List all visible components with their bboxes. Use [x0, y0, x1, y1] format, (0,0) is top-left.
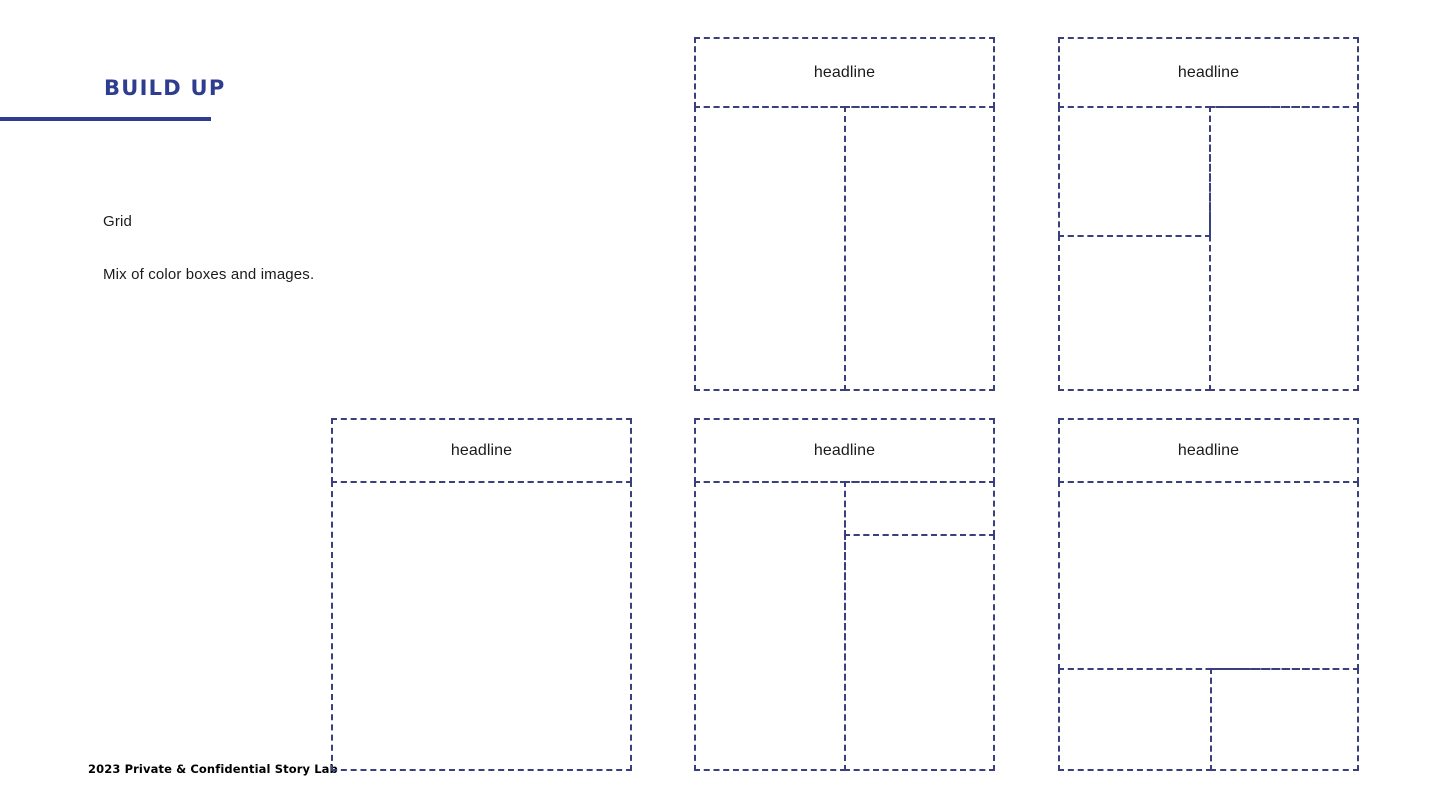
- grid-card-bottom-middle[interactable]: headline: [694, 418, 995, 771]
- card-body-cell-left[interactable]: [694, 106, 846, 391]
- card-header-cell[interactable]: headline: [331, 418, 632, 483]
- footer-confidentiality-note: 2023 Private & Confidential Story Lab: [88, 762, 338, 776]
- card-headline-label: headline: [1177, 441, 1240, 459]
- card-header-cell[interactable]: headline: [1058, 418, 1359, 483]
- card-headline-label: headline: [1177, 63, 1240, 81]
- page-title: BUILD UP: [104, 76, 226, 100]
- card-body-cell-left-bottom[interactable]: [1058, 235, 1211, 391]
- card-header-cell[interactable]: headline: [694, 418, 995, 483]
- grid-card-bottom-left[interactable]: headline: [331, 418, 632, 771]
- grid-card-bottom-right[interactable]: headline: [1058, 418, 1359, 771]
- card-body-cell-right[interactable]: [1209, 106, 1359, 391]
- card-body-cell-bottom-right[interactable]: [1210, 668, 1359, 771]
- grid-card-top-right[interactable]: headline: [1058, 37, 1359, 391]
- card-body-cell-left[interactable]: [694, 481, 846, 771]
- card-header-cell[interactable]: headline: [694, 37, 995, 108]
- card-body-cell-band[interactable]: [1058, 481, 1359, 670]
- note-line-description: Mix of color boxes and images.: [103, 266, 315, 283]
- card-headline-label: headline: [813, 63, 876, 81]
- grid-card-top-middle[interactable]: headline: [694, 37, 995, 391]
- card-headline-label: headline: [450, 441, 513, 459]
- card-body-cell-right-bottom[interactable]: [844, 534, 995, 771]
- card-body-cell-left-top[interactable]: [1058, 106, 1211, 237]
- title-underline-rule: [0, 117, 211, 121]
- note-line-grid: Grid: [103, 213, 132, 230]
- card-body-cell-right-top[interactable]: [844, 481, 995, 536]
- card-body-cell-full[interactable]: [331, 481, 632, 771]
- card-body-cell-bottom-left[interactable]: [1058, 668, 1212, 771]
- card-headline-label: headline: [813, 441, 876, 459]
- card-header-cell[interactable]: headline: [1058, 37, 1359, 108]
- card-body-cell-right[interactable]: [844, 106, 995, 391]
